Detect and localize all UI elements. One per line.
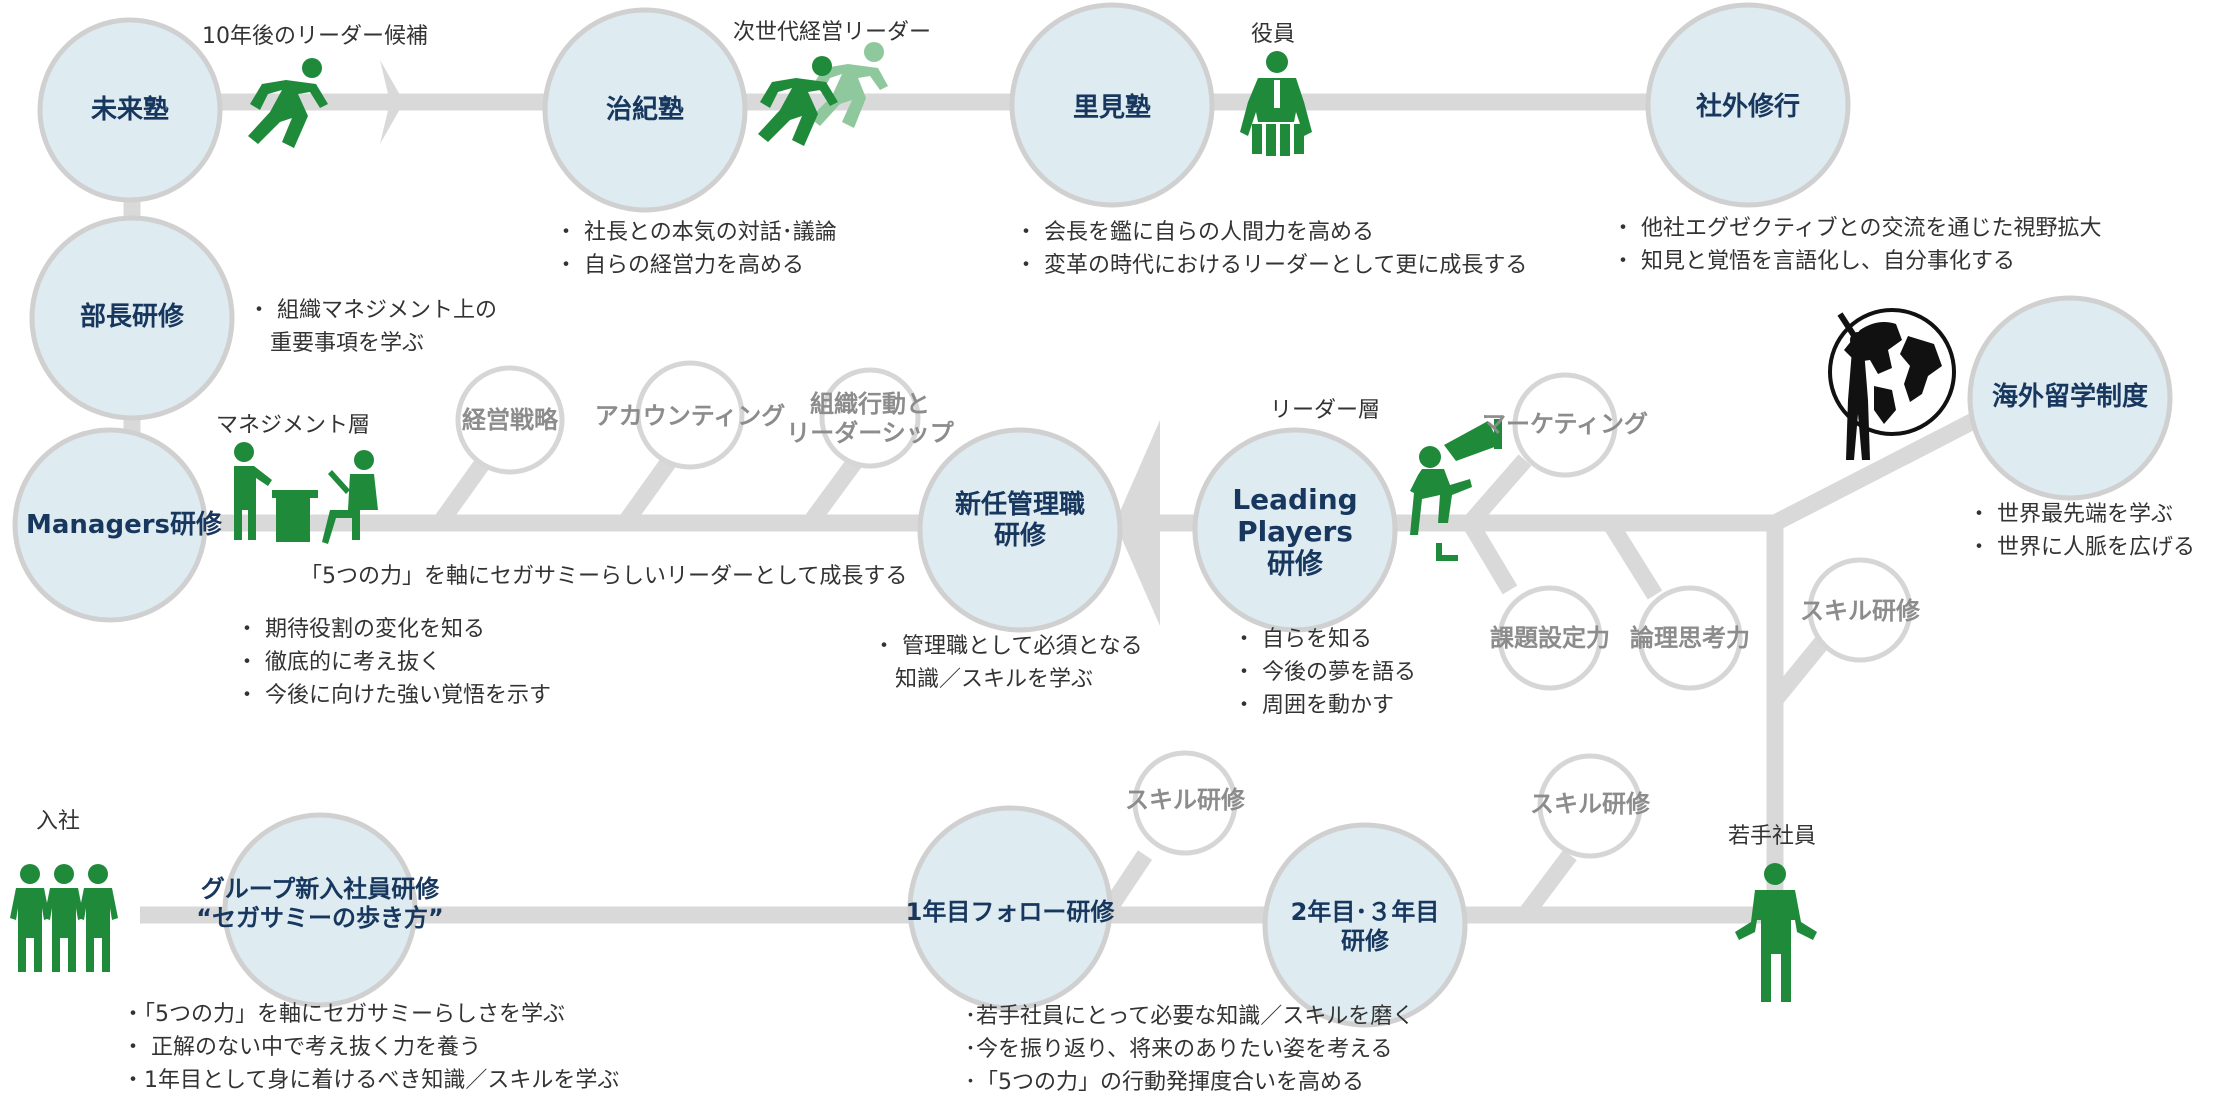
node-leading: Leading Players 研修 bbox=[1232, 483, 1358, 581]
note-line: ・ 世界最先端を学ぶ bbox=[1968, 502, 2173, 527]
note-group: ・「5つの力」を軸にセガサミーらしさを学ぶ ・ 正解のない中で考え抜く力を養う … bbox=[122, 998, 619, 1095]
note-line: ・ 期待役割の変化を知る bbox=[236, 617, 485, 642]
sub-soshiki: 組織行動と リーダーシップ bbox=[786, 390, 954, 447]
note-bucho: ・ 組織マネジメント上の 重要事項を学ぶ bbox=[248, 294, 497, 360]
sub-marketing: マーケティング bbox=[1481, 410, 1649, 438]
note-line: ・ 今後の夢を語る bbox=[1233, 660, 1416, 685]
executive-icon bbox=[1240, 51, 1312, 156]
note-line: 知識／スキルを学ぶ bbox=[873, 667, 1094, 692]
caption-ten-years: 10年後のリーダー候補 bbox=[202, 24, 428, 49]
globe-icon bbox=[1828, 308, 1956, 460]
caption-nyusha: 入社 bbox=[36, 809, 81, 834]
note-managers: ・ 期待役割の変化を知る ・ 徹底的に考え抜く ・ 今後に向けた強い覚悟を示す bbox=[236, 613, 551, 712]
node-mirai: 未来塾 bbox=[90, 95, 169, 125]
note-line: ・ 社長との本気の対話･議論 bbox=[555, 220, 837, 245]
manager-desk-icon bbox=[234, 442, 378, 544]
sub-skill-23: スキル研修 bbox=[1530, 790, 1650, 818]
note-nen23: ･若手社員にとって必要な知識／スキルを磨く ･今を振り返り、将来のありたい姿を考… bbox=[965, 1000, 1414, 1095]
caption-next-gen: 次世代経営リーダー bbox=[733, 20, 932, 45]
sub-keiei: 経営戦略 bbox=[462, 406, 558, 434]
leader-icon bbox=[1410, 419, 1502, 561]
note-line: ・ 徹底的に考え抜く bbox=[236, 650, 441, 675]
employee-icon bbox=[1735, 863, 1817, 1002]
note-line: ・ 知見と覚悟を言語化し、自分事化する bbox=[1612, 249, 2015, 274]
note-line: ･「5つの力」の行動発揮度合いを高める bbox=[965, 1070, 1364, 1095]
node-managers: Managers研修 bbox=[25, 510, 223, 540]
note-line: ・ 自らを知る bbox=[1233, 627, 1372, 652]
caption-leader-layer: リーダー層 bbox=[1270, 398, 1381, 423]
note-line: ･若手社員にとって必要な知識／スキルを磨く bbox=[965, 1004, 1415, 1029]
note-line: ・ 他社エグゼクティブとの交流を通じた視野拡大 bbox=[1612, 216, 2102, 241]
caption-young: 若手社員 bbox=[1728, 824, 1817, 849]
sub-circles bbox=[455, 360, 1913, 859]
note-line: ･今を振り返り、将来のありたい姿を考える bbox=[965, 1037, 1393, 1062]
note-line: ・ 周囲を動かす bbox=[1233, 693, 1394, 718]
node-jiki: 治紀塾 bbox=[605, 95, 684, 125]
sub-accounting: アカウンティング bbox=[594, 402, 786, 430]
node-shinnin: 新任管理職 研修 bbox=[954, 490, 1085, 552]
node-follow: 1年目フォロー研修 bbox=[905, 898, 1115, 926]
note-line: ・ 変革の時代におけるリーダーとして更に成長する bbox=[1015, 253, 1528, 278]
node-group: グループ新入社員研修 “セガサミーの歩き方” bbox=[196, 875, 444, 932]
runner-icon bbox=[248, 58, 328, 148]
arrowhead-mid bbox=[1115, 420, 1160, 626]
note-line: ・ 今後に向けた強い覚悟を示す bbox=[236, 683, 551, 708]
caption-management-layer: マネジメント層 bbox=[216, 413, 371, 438]
note-line: ・ 会長を鑑に自らの人間力を高める bbox=[1015, 220, 1374, 245]
node-kaigai: 海外留学制度 bbox=[1991, 382, 2148, 412]
caption-yakuin: 役員 bbox=[1251, 22, 1296, 47]
note-leading: ・ 自らを知る ・ 今後の夢を語る ・ 周囲を動かす bbox=[1233, 623, 1416, 722]
node-nen23: 2年目･３年目 研修 bbox=[1290, 898, 1440, 955]
main-circles bbox=[12, 2, 2173, 1028]
sub-skill-right: スキル研修 bbox=[1800, 597, 1920, 625]
note-line: 重要事項を学ぶ bbox=[248, 331, 425, 356]
arrowhead-top bbox=[380, 60, 404, 144]
note-line: ・ 管理職として必須となる bbox=[873, 634, 1143, 659]
note-jiki: ・ 社長との本気の対話･議論 ・ 自らの経営力を高める bbox=[555, 216, 837, 282]
note-line: ・ 組織マネジメント上の bbox=[248, 298, 497, 323]
sub-kadai: 課題設定力 bbox=[1490, 624, 1610, 652]
sub-skill-follow: スキル研修 bbox=[1125, 786, 1245, 814]
runners-pair-icon bbox=[758, 42, 888, 146]
note-shagai: ・ 他社エグゼクティブとの交流を通じた視野拡大 ・ 知見と覚悟を言語化し、自分事… bbox=[1612, 212, 2101, 278]
note-line: ・ 自らの経営力を高める bbox=[555, 253, 804, 278]
note-shinnin: ・ 管理職として必須となる 知識／スキルを学ぶ bbox=[873, 630, 1143, 696]
note-line: ・ 正解のない中で考え抜く力を養う bbox=[122, 1035, 481, 1060]
new-hires-icon bbox=[10, 864, 118, 972]
sub-ronri: 論理思考力 bbox=[1630, 624, 1750, 652]
note-line: ・ 世界に人脈を広げる bbox=[1968, 535, 2195, 560]
note-line: ・1年目として身に着けるべき知識／スキルを学ぶ bbox=[122, 1068, 620, 1093]
caption-five-powers: 「5つの力」を軸にセガサミーらしいリーダーとして成長する bbox=[300, 564, 908, 589]
note-kaigai: ・ 世界最先端を学ぶ ・ 世界に人脈を広げる bbox=[1968, 498, 2195, 564]
node-shagai: 社外修行 bbox=[1695, 92, 1800, 122]
note-satomi: ・ 会長を鑑に自らの人間力を高める ・ 変革の時代におけるリーダーとして更に成長… bbox=[1015, 216, 1527, 282]
node-bucho: 部長研修 bbox=[79, 302, 184, 332]
node-satomi: 里見塾 bbox=[1072, 93, 1151, 123]
note-line: ・「5つの力」を軸にセガサミーらしさを学ぶ bbox=[122, 1002, 565, 1027]
